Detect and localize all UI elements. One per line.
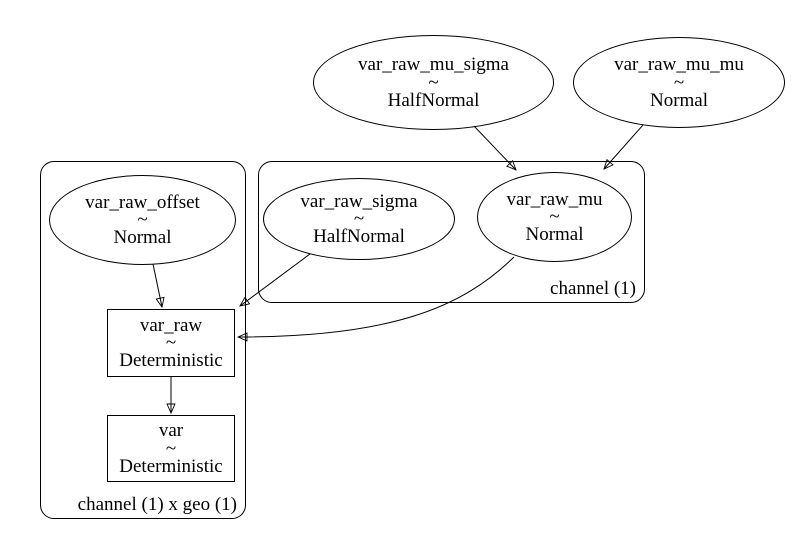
node-label: var_raw_offset (85, 191, 200, 213)
node-distribution: HalfNormal (313, 226, 405, 247)
node-distribution: Normal (525, 224, 584, 245)
node-tilde: ~ (428, 71, 439, 93)
node-label: var_raw_sigma (300, 190, 418, 212)
node-label: var_raw_mu_sigma (358, 54, 509, 75)
node-label: var_raw (139, 314, 203, 336)
node-tilde: ~ (165, 332, 177, 353)
node-var-raw-sigma: var_raw_sigma ~ HalfNormal (263, 178, 455, 260)
node-var: var ~ Deterministic (107, 415, 235, 482)
node-var-raw-mu-sigma: var_raw_mu_sigma ~ HalfNormal (313, 35, 554, 130)
node-tilde: ~ (137, 209, 148, 230)
node-var-raw: var_raw ~ Deterministic (107, 309, 235, 377)
node-distribution: HalfNormal (387, 89, 480, 111)
plate-channel-label: channel (1) (550, 278, 636, 299)
node-tilde: ~ (353, 208, 365, 229)
node-label: var (158, 420, 184, 441)
node-distribution: Deterministic (119, 455, 223, 477)
node-distribution: Deterministic (119, 350, 223, 371)
node-distribution: Normal (113, 227, 172, 248)
node-label: var_raw_mu_mu (614, 54, 744, 75)
node-tilde: ~ (673, 71, 685, 93)
node-var-raw-offset: var_raw_offset ~ Normal (49, 175, 236, 265)
node-distribution: Normal (649, 89, 709, 111)
node-label: var_raw_mu (506, 188, 603, 210)
node-tilde: ~ (549, 206, 560, 227)
node-var-raw-mu: var_raw_mu ~ Normal (477, 172, 632, 262)
plate-channel-geo-label: channel (1) x geo (1) (77, 494, 237, 515)
node-tilde: ~ (165, 437, 177, 459)
node-var-raw-mu-mu: var_raw_mu_mu ~ Normal (573, 37, 785, 128)
